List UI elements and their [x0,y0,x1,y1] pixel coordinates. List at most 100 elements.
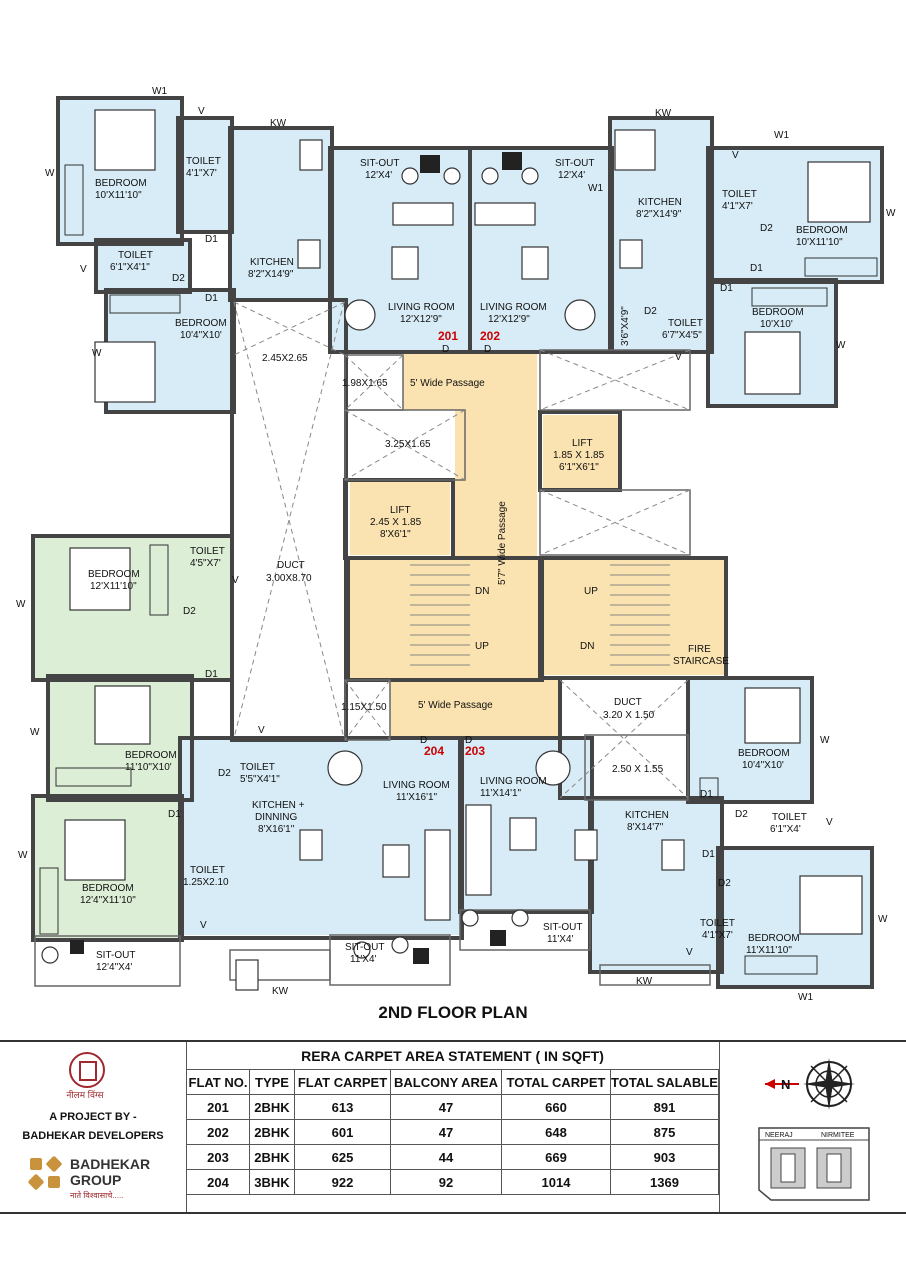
floor-plan: BEDROOM 10'X11'10" TOILET 4'1"X7' KITCHE… [16,86,896,1003]
svg-text:D: D [465,735,472,746]
project-by: A PROJECT BY - BADHEKAR DEVELOPERS [0,1108,186,1146]
dim-kitchen-201: 8'2"X14'9" [248,269,294,280]
dim-toilet-202a: 4'1"X7' [722,201,753,212]
label-up2: UP [584,586,598,597]
dim-sitout-204a: 12'4"X4' [96,962,132,973]
dim-toilet-204c: 1.25X2.10 [183,877,229,888]
svg-text:W: W [886,208,896,219]
svg-text:V: V [675,352,682,363]
label-kitchen-202: KITCHEN [638,197,682,208]
label-toilet-203a: TOILET [772,812,807,823]
label-bed-202a: BEDROOM [796,225,848,236]
dim-kitchen-204: 8'X16'1" [258,824,295,835]
dim-living-204: 11'X16'1" [396,792,438,803]
dim-kitchen-203: 8'X14'7" [627,822,664,833]
label-passage-bot: 5' Wide Passage [418,700,493,711]
group-tagline: नाते विश्वासाचे..... [70,1191,124,1200]
label-kitchen-203: KITCHEN [625,810,669,821]
svg-text:W1: W1 [774,130,789,141]
flat-number-203: 203 [465,744,485,758]
svg-text:D: D [420,735,427,746]
rera-table: FLAT NO. TYPE FLAT CARPET BALCONY AREA T… [186,1069,719,1195]
dim-toilet-204b: 5'5"X4'1" [240,774,280,785]
svg-text:D: D [442,344,449,355]
label-living-203: LIVING ROOM [480,776,547,787]
dim-toilet-201a: 4'1"X7' [186,168,217,179]
dim-sitout-203: 11'X4' [547,934,574,945]
svg-text:D2: D2 [735,809,748,820]
svg-text:W: W [30,727,40,738]
label-dn2: DN [580,641,594,652]
dim-sitout-204b: 11'X4' [350,954,377,965]
label-bed-201a: BEDROOM [95,178,147,189]
svg-text:D1: D1 [750,263,763,274]
compass-icon: N [765,1058,855,1110]
label-toilet-204c: TOILET [190,865,225,876]
label-bed-204a: BEDROOM [88,569,140,580]
label-fire: FIRE [688,644,711,655]
dim-living-201: 12'X12'9" [400,314,442,325]
label-bed-204c: BEDROOM [82,883,134,894]
svg-text:W1: W1 [588,183,603,194]
dim-bed-201a: 10'X11'10" [95,190,142,201]
label-living-201: LIVING ROOM [388,302,455,313]
svg-text:D1: D1 [700,789,713,800]
label-toilet-202b: TOILET [668,318,703,329]
dim-bed-204b: 11'10"X10' [125,762,172,773]
furniture [41,109,871,991]
label-lift1: LIFT [572,438,593,449]
dim-living-202: 12'X12'9" [488,314,530,325]
room-labels: BEDROOM 10'X11'10" TOILET 4'1"X7' KITCHE… [80,156,848,973]
label-lift2: LIFT [390,505,411,516]
label-sitout-201: SIT-OUT [360,158,399,169]
svg-text:V: V [200,920,207,931]
label-dn1: DN [475,586,489,597]
svg-text:W1: W1 [798,992,813,1003]
dim-lift2: 2.45 X 1.85 [370,517,422,528]
svg-text:KW: KW [272,986,289,997]
developer-name: BADHEKAR DEVELOPERS [22,1130,164,1142]
flat-number-204: 204 [424,744,444,758]
label-bed-202b: BEDROOM [752,307,804,318]
label-sitout-202: SIT-OUT [555,158,594,169]
dim-toilet-202b: 6'7"X4'5" [662,330,702,341]
svg-text:KW: KW [655,108,672,119]
dim-bed-203a: 10'4"X10' [742,760,784,771]
svg-text:V: V [826,817,833,828]
orientation-panel: N NEERAJ NIRMITEE [719,1042,906,1212]
dim-bed-204c: 12'4"X11'10" [80,895,136,906]
dim-shaft3: 3.25X1.65 [385,439,431,450]
label-living-204: LIVING ROOM [383,780,450,791]
dim-toilet-202b-v: 3'6"X4'9" [620,306,631,346]
svg-text:D2: D2 [718,878,731,889]
label-kitchen-204b: DINNING [255,812,297,823]
svg-text:W: W [16,599,26,610]
svg-text:D1: D1 [702,849,715,860]
duct-cross-lines [233,301,691,799]
table-header-row: FLAT NO. TYPE FLAT CARPET BALCONY AREA T… [186,1069,719,1095]
dim-toilet-203b: 4'1"X7' [702,930,733,941]
room-fills [35,100,880,985]
svg-text:V: V [732,150,739,161]
svg-text:W: W [836,340,846,351]
svg-text:D1: D1 [205,293,218,304]
svg-text:W: W [878,914,888,925]
col-header: TOTAL SALABLE [610,1069,719,1095]
label-living-202: LIVING ROOM [480,302,547,313]
dim-shaft4: 1.15X1.50 [341,702,387,713]
col-header: TYPE [249,1069,295,1095]
key-plan-wing-b: NIRMITEE [821,1132,855,1139]
dim-lift1: 1.85 X 1.85 [553,450,605,461]
key-plan: NEERAJ NIRMITEE [758,1127,870,1201]
svg-text:W: W [45,168,55,179]
col-header: FLAT CARPET [294,1069,391,1095]
svg-text:D1: D1 [720,283,733,294]
svg-text:V: V [232,575,239,586]
dim-sitout-201: 12'X4' [365,170,392,181]
label-toilet-202a: TOILET [722,189,757,200]
label-passage-top: 5' Wide Passage [410,378,485,389]
dim-bed-202a: 10'X11'10" [796,237,843,248]
